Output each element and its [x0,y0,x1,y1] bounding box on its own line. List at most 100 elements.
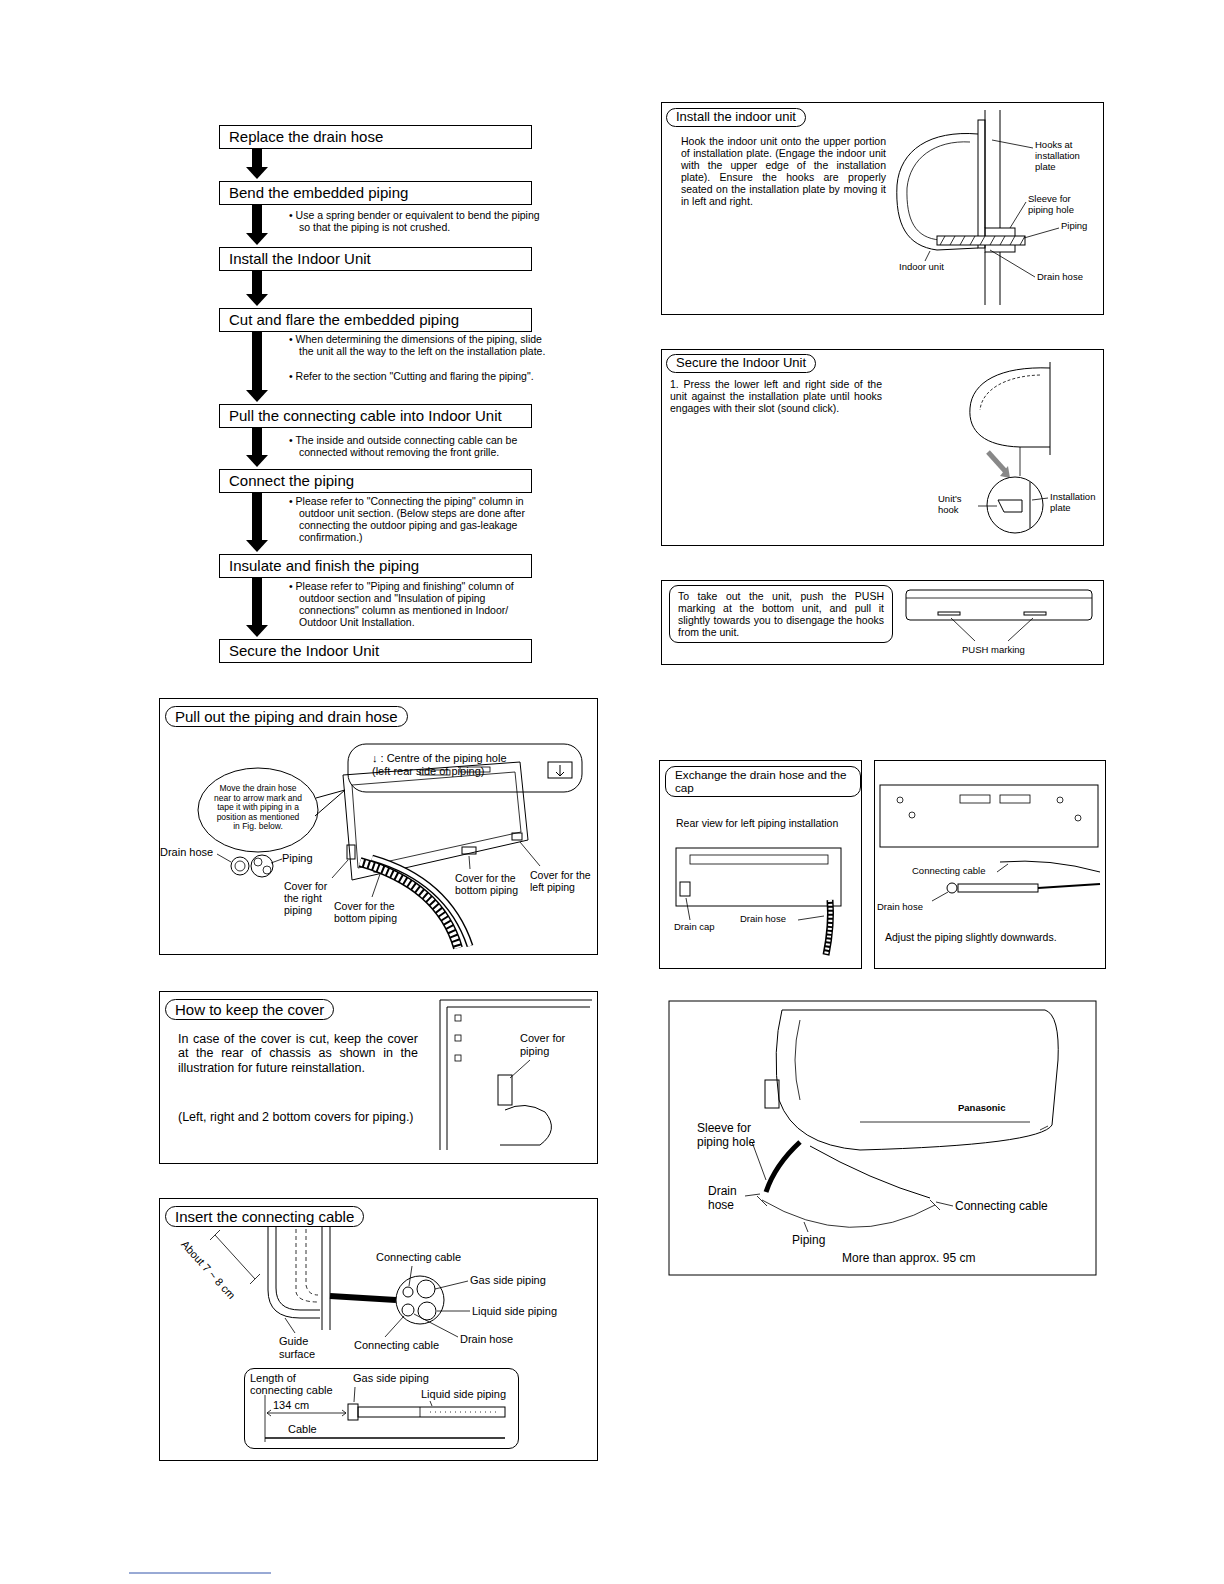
chassis-hole [455,1055,461,1061]
body-text: Liquid side piping [421,1388,506,1401]
part-label: Cover for the left piping [530,869,592,893]
leader-line [435,1281,468,1289]
part-label: Unit's hook [938,494,978,516]
indoor-unit-outline [970,368,1050,447]
leader-line [409,1266,412,1286]
panel: Adjust the piping slightly downwards. [874,760,1106,969]
part-label: PUSH marking [962,645,1025,656]
process-box: Pull the connecting cable into Indoor Un… [219,404,532,428]
drain-hose-section [947,883,957,893]
wall [985,110,1000,305]
part-label: Sleeve for piping hole [697,1122,772,1150]
part-label: Piping [792,1234,825,1248]
piping-section [263,866,271,874]
drain-hose-ribs [826,900,831,955]
leader-line [430,1401,432,1406]
part-label: Drain hose [740,914,786,925]
unit-hook [998,500,1022,512]
chassis-inner [352,772,521,868]
panel: Insert the connecting cableLength of con… [159,1198,598,1461]
body-text: In case of the cover is cut, keep the co… [178,1032,418,1075]
leader-line [951,618,1033,641]
panel-title: How to keep the cover [165,999,334,1020]
footer-rule [129,1573,271,1574]
part-label: Connecting cable [955,1200,1048,1214]
part-label: Connecting cable [354,1339,439,1352]
leader-line [217,854,231,862]
plate-slot [960,795,990,803]
dimension-tick [757,1196,940,1210]
indoor-unit-outline [897,133,978,250]
brand-logo: Panasonic [958,1103,1006,1114]
cable [265,1437,505,1439]
piping-cover [498,1075,512,1105]
push-arrow [988,452,1006,472]
push-mark [1024,612,1046,615]
arrow-mark [556,765,564,776]
body-text: (Left, right and 2 bottom covers for pip… [178,1110,418,1124]
chassis-outline [343,762,528,880]
bubble-tail [315,790,345,816]
part-label: Hooks at installation plate [1035,140,1097,173]
hidden-cable [296,1222,318,1302]
plate-edge [1030,482,1031,528]
guide-surface [268,1222,320,1318]
leader-line [745,1194,760,1196]
insulation-dots [430,1412,500,1413]
process-box: Connect the piping [219,469,532,493]
flow-arrow [252,149,262,168]
panel: Exchange the drain hose and the capRear … [659,760,862,969]
leader-line [978,506,997,507]
leader-line [936,1202,953,1206]
leader-line [414,1314,458,1337]
panel-title: Insert the connecting cable [165,1206,364,1227]
part-label: Liquid side piping [472,1305,557,1318]
inset-box: Length of connecting cableGas side pipin… [244,1368,519,1449]
bottom-cover [462,847,476,854]
step-text: Bend the embedded piping [229,183,408,203]
drain-hose-section [231,857,249,875]
panel-title: Pull out the piping and drain hose [165,706,408,727]
installation-plate [765,1080,779,1108]
piping [766,1142,800,1192]
leader-line [285,1318,295,1333]
callout-label: ↓ : Centre of the piping hole (left rear… [372,752,522,777]
dimension-label: About 7 ~ 8 cm [179,1238,238,1302]
insulation-edge [420,1407,421,1417]
step-text: Install the Indoor Unit [229,249,371,269]
body-text: Hook the indoor unit onto the upper port… [681,135,886,207]
leader-line [437,1311,470,1312]
body-text: Cable [288,1423,317,1436]
flow-arrow [252,493,262,541]
panel: How to keep the cover In case of the cove… [159,991,598,1164]
note-box: To take out the unit, push the PUSH mark… [669,585,893,643]
step-text: Cut and flare the embedded piping [229,310,459,330]
bottom-cover [374,865,388,872]
taped-piping [958,884,1038,892]
body-text: 134 cm [273,1399,309,1412]
step-note: • Please refer to "Connecting the piping… [289,495,547,543]
cable-section [403,1287,413,1297]
leader-line [997,864,1008,872]
indicator [1040,1126,1048,1130]
step-note: • Refer to the section "Cutting and flar… [289,370,547,382]
part-label: Connecting cable [912,866,985,877]
chassis-corner [440,1000,592,1150]
process-box: Cut and flare the embedded piping [219,308,532,332]
cloud-callout [348,744,582,792]
body-text: Gas side piping [353,1372,429,1385]
installation-plate [880,785,1098,847]
panel: To take out the unit, push the PUSH mark… [661,580,1104,665]
unit-bottom-view [906,590,1092,620]
zoom-line [1020,447,1021,476]
step-text: Replace the drain hose [229,127,383,147]
push-arrowhead [1000,466,1010,478]
leader-line [992,140,1033,148]
leader-line [271,859,282,863]
flow-arrow [252,428,262,456]
flow-arrow [252,578,262,626]
leader-line [520,842,540,866]
step-text: Insulate and finish the piping [229,556,419,576]
flare-nut [348,1404,358,1420]
